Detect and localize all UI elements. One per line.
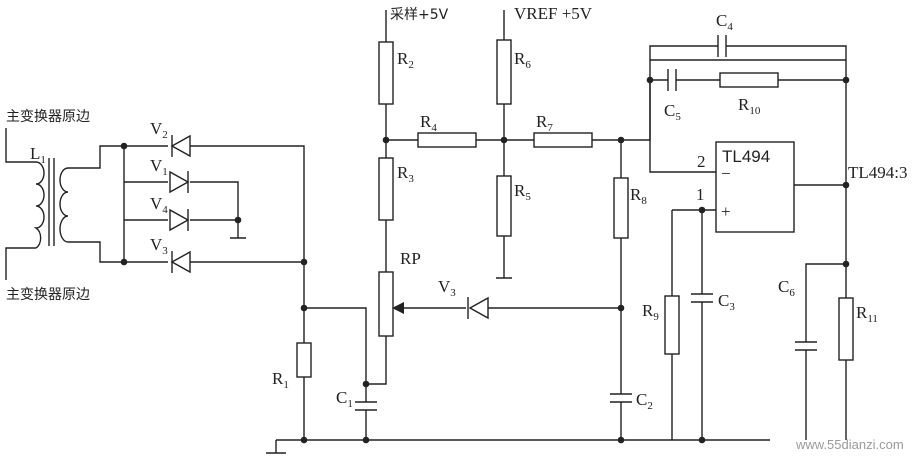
diode-v3-feedback (467, 296, 489, 320)
resistor-r5 (496, 175, 512, 237)
tl494-name: TL494 (722, 147, 770, 166)
resistor-r11 (838, 297, 854, 361)
capacitor-c2 (610, 393, 632, 403)
transformer-top-label: 主变换器原边 (6, 108, 90, 125)
sample-supply-label: 采样+5V (390, 7, 449, 23)
resistor-r4 (417, 132, 477, 148)
transformer-l1 (33, 158, 69, 249)
resistor-r1 (296, 342, 312, 378)
label-c3: C3 (718, 291, 735, 313)
capacitor-c6 (795, 341, 817, 351)
label-r6: R6 (514, 49, 531, 71)
label-r10: R10 (738, 95, 761, 117)
label-rp: RP (400, 249, 421, 268)
tl494-minus-sign: − (721, 164, 731, 183)
label-r8: R8 (630, 185, 647, 207)
label-v2: V2 (150, 119, 168, 141)
label-r7: R7 (536, 112, 553, 134)
vref-supply-label: VREF +5V (514, 4, 593, 23)
diode-v4 (169, 208, 190, 232)
label-r1: R1 (272, 369, 289, 391)
resistor-r7 (533, 132, 593, 148)
capacitor-c1 (355, 401, 377, 411)
resistor-r3 (378, 157, 394, 221)
label-r4: R4 (420, 112, 437, 134)
wires (5, 10, 847, 454)
label-c4: C4 (716, 11, 733, 33)
resistor-r6 (496, 39, 512, 105)
diode-v3-bridge (170, 250, 191, 274)
label-r3: R3 (397, 163, 414, 185)
label-r9: R9 (642, 301, 659, 323)
resistor-r9 (664, 295, 680, 355)
label-c2: C2 (636, 390, 653, 412)
label-r2: R2 (397, 49, 414, 71)
tl494-plus-sign: + (721, 202, 731, 221)
capacitor-c4 (717, 35, 727, 57)
label-v3-bridge: V3 (150, 235, 168, 257)
tl494-pin2-label: 2 (697, 152, 706, 171)
resistor-r2 (378, 41, 394, 105)
label-v4: V4 (150, 194, 168, 216)
capacitor-c5 (667, 69, 677, 91)
watermark: www.55dianzi.com (795, 437, 904, 452)
tl494-ic (715, 141, 795, 233)
resistor-r10 (719, 72, 779, 88)
label-c1: C1 (336, 388, 353, 410)
tl494-output-label: TL494:3 (848, 163, 908, 182)
junction-dots (120, 76, 850, 444)
label-r5: R5 (514, 181, 531, 203)
potentiometer-rp (378, 271, 404, 337)
transformer-bottom-label: 主变换器原边 (6, 286, 90, 303)
label-c5: C5 (664, 101, 681, 123)
label-r11: R11 (856, 303, 878, 325)
label-l1: L1 (30, 144, 46, 166)
label-c6: C6 (778, 277, 795, 299)
tl494-pin1-label: 1 (696, 185, 705, 204)
diode-v1 (169, 170, 190, 194)
resistor-r8 (613, 177, 629, 239)
capacitor-c3 (691, 293, 713, 303)
label-v1: V1 (150, 156, 168, 178)
diode-v2 (170, 134, 191, 158)
label-v3-feedback: V3 (438, 277, 456, 299)
